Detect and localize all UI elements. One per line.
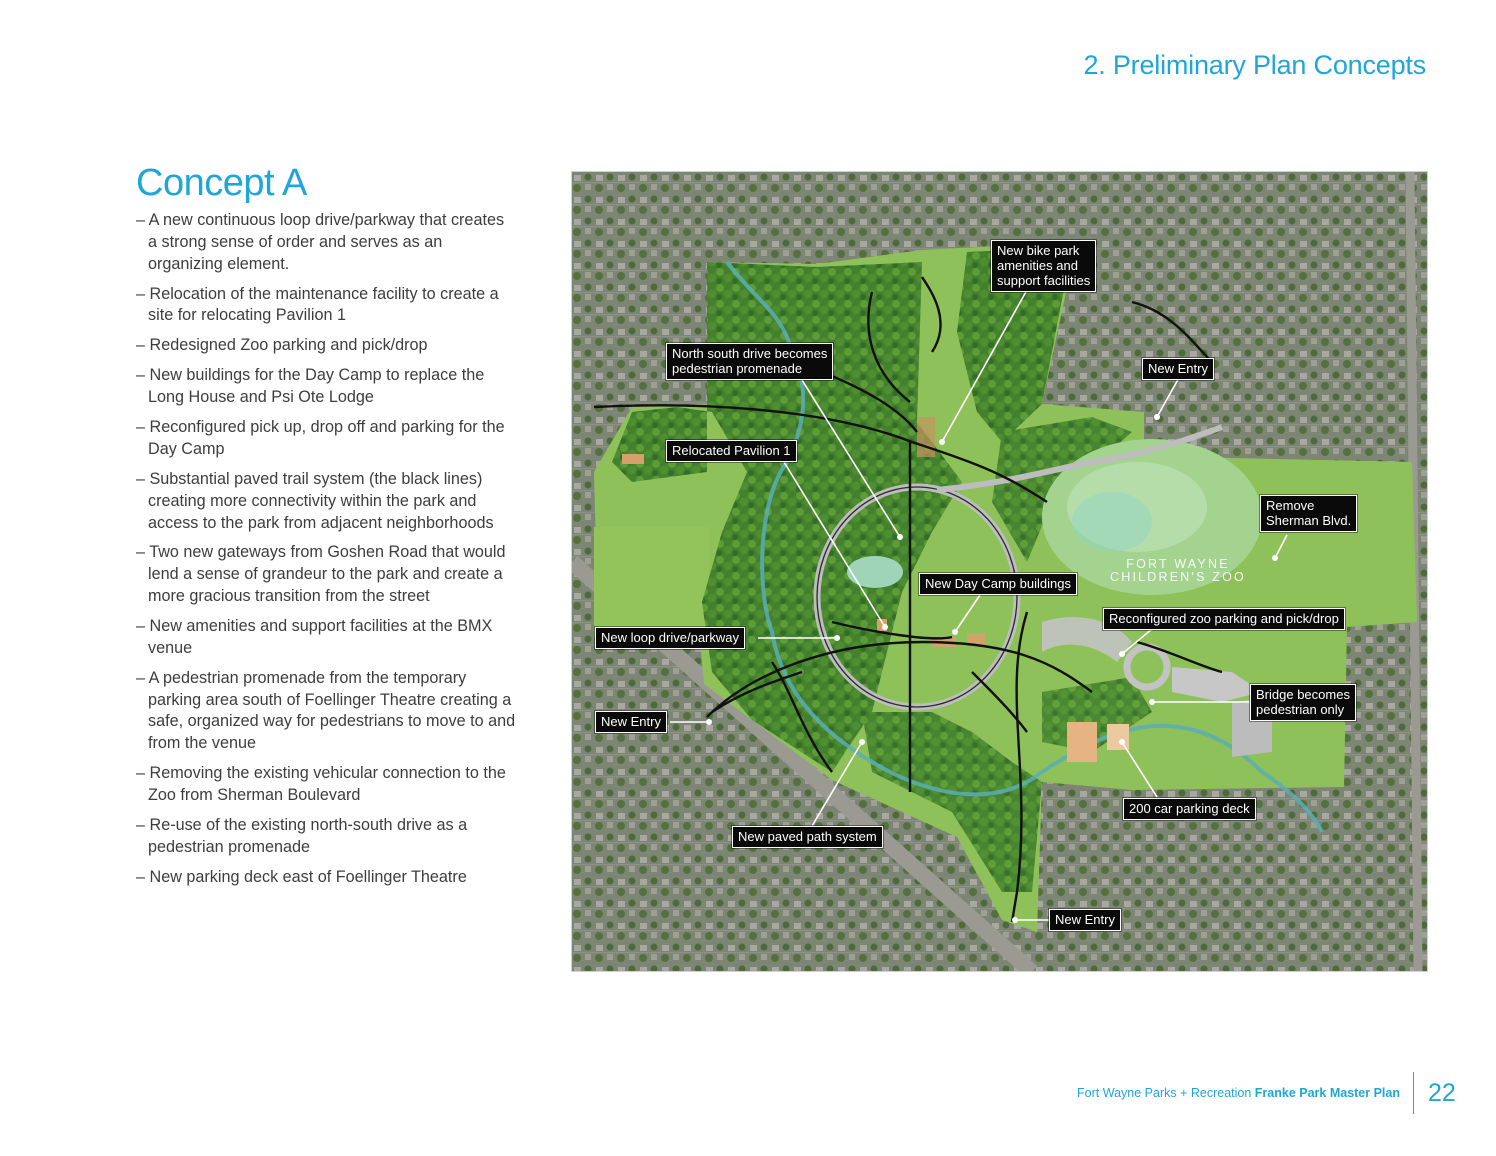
page-number: 22 [1428,1079,1456,1107]
bullet-item: – New parking deck east of Foellinger Th… [136,867,467,886]
callout-loop-drive: New loop drive/parkway [595,627,746,649]
zoo-label: FORT WAYNE CHILDREN'S ZOO [1110,557,1246,584]
callout-new-entry-west: New Entry [595,711,667,733]
callout-bike-park: New bike park amenities and support faci… [991,240,1097,292]
bullet-item: – Redesigned Zoo parking and pick/drop [136,336,428,355]
bullet-item: – Substantial paved trail system (the bl… [136,469,494,532]
bullet-item: – Reconfigured pick up, drop off and par… [136,418,505,458]
callout-remove-sherman: Remove Sherman Blvd. [1260,495,1358,532]
site-plan-map: FORT WAYNE CHILDREN'S ZOO New bike park … [571,171,1428,972]
bullet-item: – Two new gateways from Goshen Road that… [136,543,506,606]
callout-day-camp: New Day Camp buildings [919,573,1077,595]
footer-divider [1413,1072,1414,1114]
bullet-item: – A pedestrian promenade from the tempor… [136,668,516,753]
creek [725,260,1324,833]
callout-relocated-pavilion: Relocated Pavilion 1 [666,440,797,462]
callout-paved-path: New paved path system [732,826,883,848]
footer-org: Fort Wayne Parks + Recreation [1077,1086,1255,1100]
concept-bullet-list: – A new continuous loop drive/parkway th… [136,210,516,897]
callout-new-entry-north: New Entry [1142,358,1214,380]
bullet-item: – A new continuous loop drive/parkway th… [136,211,505,273]
paved-path-system [593,276,1223,923]
callout-bridge: Bridge becomes pedestrian only [1250,684,1356,721]
callout-parking-deck: 200 car parking deck [1123,798,1256,820]
footer-text: Fort Wayne Parks + Recreation Franke Par… [1077,1086,1400,1100]
bullet-item: – New amenities and support facilities a… [136,617,493,657]
bullet-item: – New buildings for the Day Camp to repl… [136,366,485,407]
site-plan-graphic [572,172,1427,971]
bullet-item: – Re-use of the existing north-south dri… [136,816,468,856]
callout-zoo-parking: Reconfigured zoo parking and pick/drop [1103,608,1345,630]
concept-title: Concept A [136,162,307,204]
callout-north-south-drive: North south drive becomes pedestrian pro… [666,343,834,380]
section-title: 2. Preliminary Plan Concepts [1083,50,1426,80]
bullet-item: – Removing the existing vehicular connec… [136,764,506,805]
callout-new-entry-south: New Entry [1049,909,1121,931]
footer-plan-name: Franke Park Master Plan [1254,1086,1400,1100]
bullet-item: – Relocation of the maintenance facility… [136,284,499,325]
